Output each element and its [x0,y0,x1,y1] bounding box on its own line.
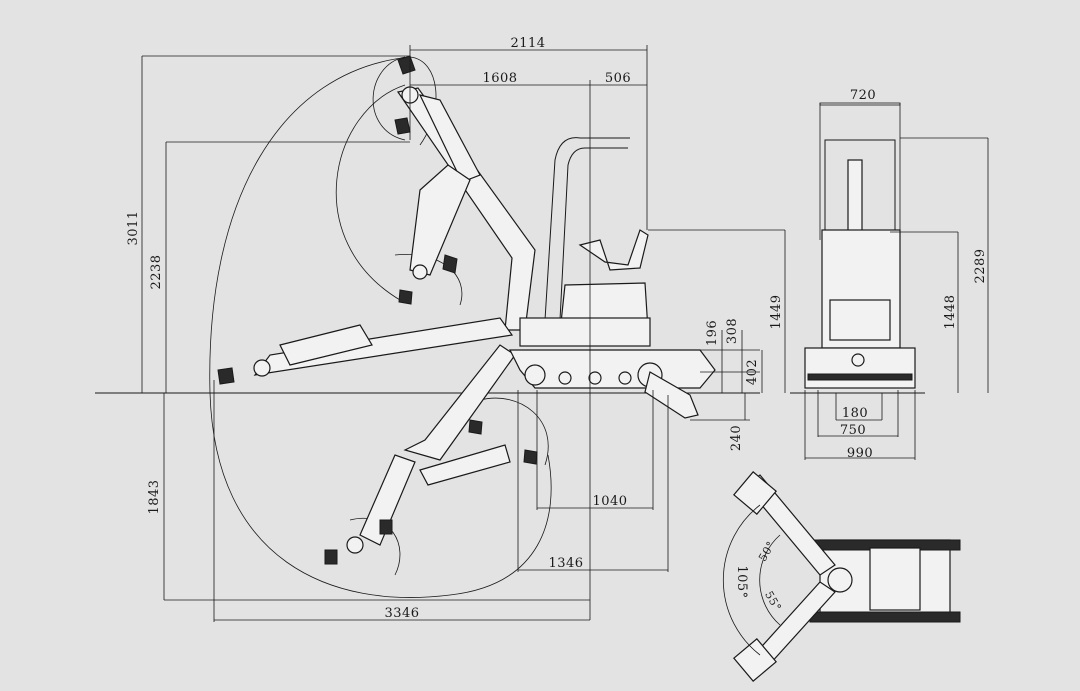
dim-boom-swing-total: 105° [734,565,749,598]
dim-front-width: 720 [850,88,876,103]
arm-position-extended [217,317,514,385]
dim-max-dig-height: 3011 [126,210,141,245]
dim-top-reach: 1608 [482,71,517,86]
dim-top-tail: 506 [605,71,631,86]
dim-blade-height: 402 [745,359,760,385]
machine-side-view [509,137,716,419]
dim-ground-clearance: 196 [705,320,720,346]
dim-track-width: 750 [840,423,866,438]
machine-front-view [804,102,989,460]
machine-top-view [722,471,961,682]
track-rollers [524,362,663,388]
dim-blade-depth: 240 [729,425,744,451]
arm-position-mid [398,164,471,305]
dim-top-total: 2114 [510,36,545,51]
dimension-lines [141,45,786,622]
dim-machine-height: 1449 [769,294,784,329]
working-envelope [209,56,552,598]
dim-track-gap: 180 [842,406,868,421]
dim-track-height: 308 [725,318,740,344]
dim-blade-width: 990 [847,446,873,461]
dim-boom-swing-left: 50° [756,539,778,564]
dim-tail-swing: 1040 [592,494,627,509]
dim-front-height-b: 2289 [973,248,988,283]
arm-position-lowered [324,344,538,565]
dim-max-dig-depth: 1843 [147,479,162,514]
dim-boom-swing-right: 55° [762,589,784,614]
dim-min-swing-radius: 1346 [548,556,583,571]
dim-front-height-a: 1448 [943,294,958,329]
dim-max-reach: 3346 [384,606,419,621]
dim-max-dump-height: 2238 [149,254,164,289]
